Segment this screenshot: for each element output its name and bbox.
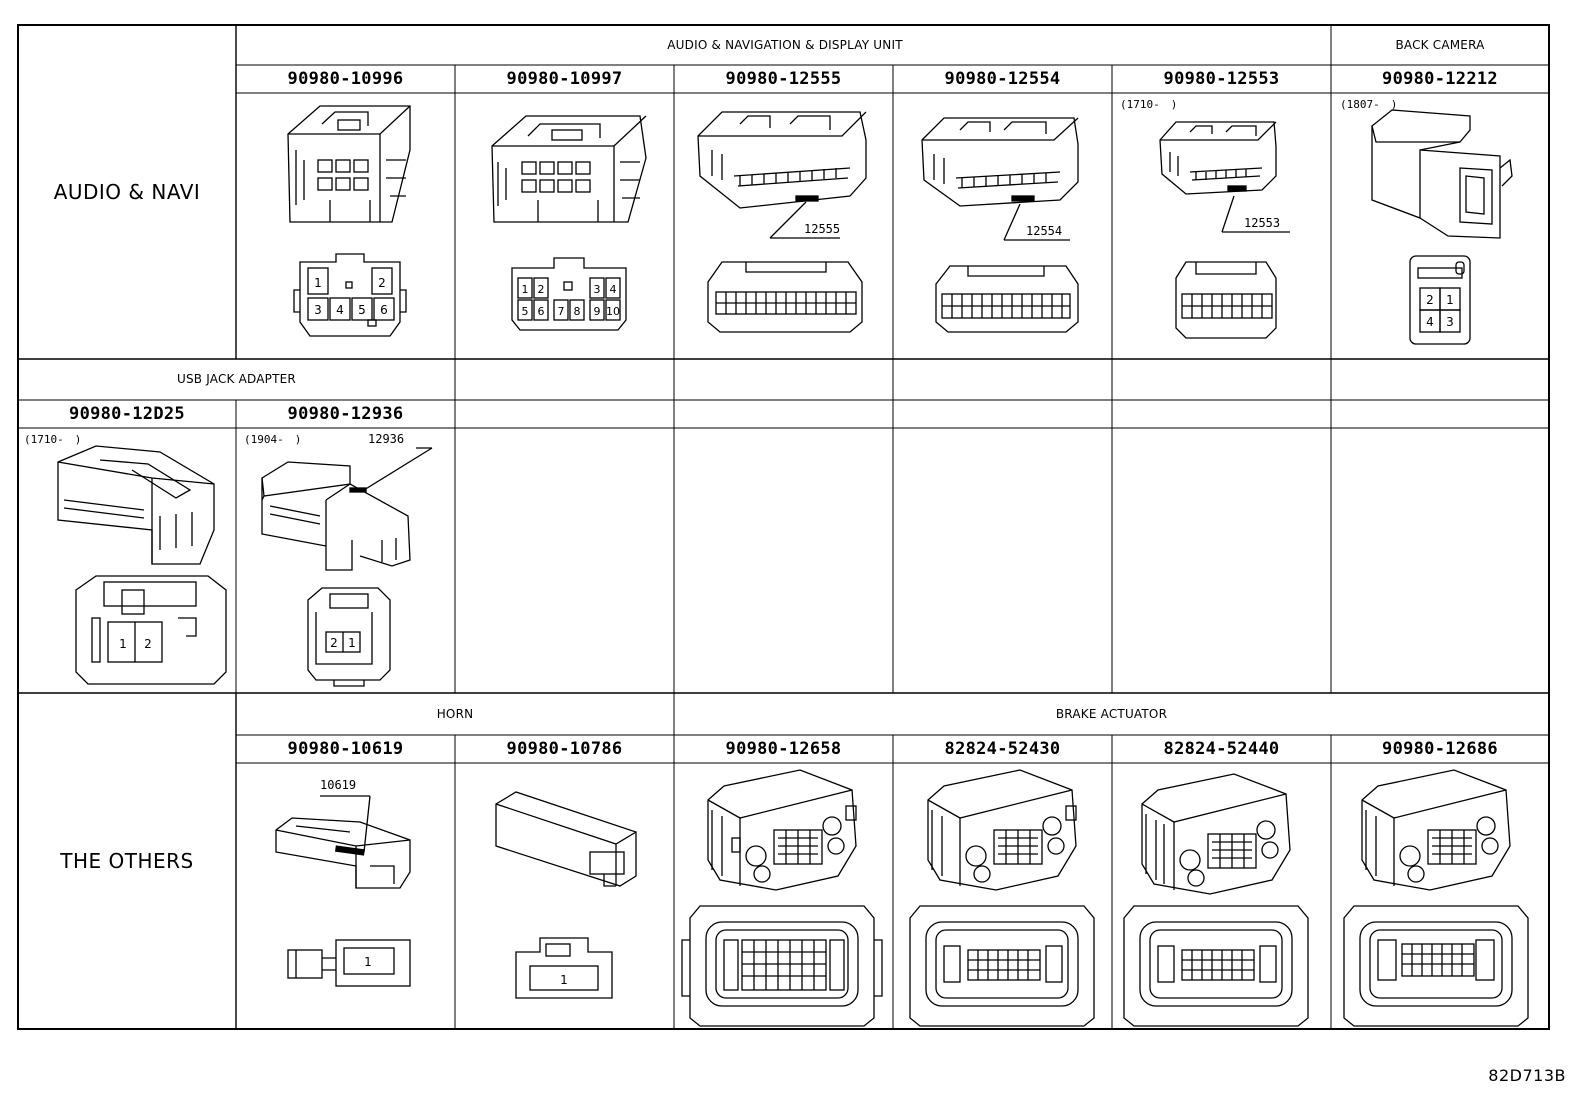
group-label-back-camera: BACK CAMERA: [1395, 37, 1485, 52]
connector-12658-iso: [707, 769, 857, 891]
part-number: 90980-12D25: [69, 404, 185, 424]
pin-label: 4: [1426, 315, 1434, 329]
pin-label: 3: [1446, 315, 1454, 329]
part-number: 90980-10619: [287, 739, 404, 759]
part-number: 90980-10997: [506, 69, 623, 89]
date-note: (1710- ): [24, 433, 82, 446]
pin-label: 6: [538, 305, 545, 318]
pin-label: 4: [336, 303, 344, 317]
pin-label: 6: [380, 303, 388, 317]
part-number: 90980-12936: [287, 404, 404, 424]
pin-label: 1: [314, 276, 322, 290]
connector-10996-face: [293, 253, 407, 337]
part-number: 90980-12686: [1382, 739, 1498, 759]
pin-label: 3: [594, 283, 601, 296]
connector-10997-iso: [491, 115, 647, 223]
connector-12686-face: [1343, 905, 1529, 1027]
part-number: 90980-10996: [287, 69, 404, 89]
part-number: 82824-52440: [1163, 739, 1280, 759]
pin-label: 2: [330, 636, 338, 650]
part-number: 82824-52430: [944, 739, 1061, 759]
connector-52430-iso: [927, 769, 1077, 891]
pin-label: 2: [144, 637, 152, 651]
connector-12212-iso: [1371, 109, 1513, 239]
part-number: 90980-12555: [725, 69, 842, 89]
part-number: 90980-12212: [1382, 69, 1498, 89]
group-label-horn: HORN: [436, 706, 474, 721]
connector-12553-iso: [1159, 121, 1290, 233]
group-label-audio-nav-display: AUDIO & NAVIGATION & DISPLAY UNIT: [667, 37, 903, 52]
connector-52430-face: [909, 905, 1095, 1027]
connector-12554-iso: [921, 117, 1079, 241]
connector-10997-face: [511, 257, 627, 331]
pin-label: 1: [364, 955, 372, 969]
figure-code: 82D713B: [1488, 1066, 1566, 1085]
date-note: (1710- ): [1120, 98, 1178, 111]
connector-10996-iso: [287, 105, 411, 223]
connector-10619-iso: [275, 795, 411, 889]
pin-label: 1: [522, 283, 529, 296]
pin-label: 7: [558, 305, 565, 318]
pin-label: 1: [1446, 293, 1454, 307]
callout-label: 12936: [368, 432, 405, 446]
pin-label: 1: [348, 636, 356, 650]
connector-10786-iso: [495, 791, 637, 887]
date-note: (1904- ): [244, 433, 302, 446]
part-number: 90980-10786: [506, 739, 623, 759]
connector-10619-face: [287, 939, 411, 987]
connector-12936-face: [307, 587, 391, 687]
callout-label: 12554: [1026, 224, 1063, 238]
group-label-usb-jack-adapter: USB JACK ADAPTER: [177, 372, 296, 386]
pin-label: 1: [560, 973, 568, 987]
pin-label: 1: [119, 637, 127, 651]
pin-label: 2: [1426, 293, 1434, 307]
pin-label: 10: [606, 305, 620, 318]
pin-label: 2: [538, 283, 545, 296]
connector-12936-iso: [261, 447, 433, 571]
connector-12555-face: [707, 261, 863, 333]
callout-label: 12555: [804, 222, 841, 236]
connector-12212-face: [1409, 255, 1471, 345]
part-number: 90980-12554: [944, 69, 1061, 89]
connector-12553-face: [1175, 261, 1277, 339]
connector-12555-iso: [697, 111, 867, 239]
group-label-brake-actuator: BRAKE ACTUATOR: [1055, 706, 1168, 721]
part-number: 90980-12658: [725, 739, 842, 759]
connector-12658-face: [681, 905, 883, 1027]
row-label-others: THE OTHERS: [60, 849, 194, 873]
date-note: (1807- ): [1340, 98, 1398, 111]
connector-52440-iso: [1141, 773, 1291, 895]
connector-12D25-face: [75, 575, 227, 685]
connector-52440-face: [1123, 905, 1309, 1027]
pin-label: 5: [522, 305, 529, 318]
pin-label: 3: [314, 303, 322, 317]
connector-12554-face: [935, 265, 1079, 333]
pin-label: 8: [574, 305, 581, 318]
connector-12D25-iso: [57, 445, 215, 565]
pin-label: 2: [378, 276, 386, 290]
connector-10786-face: [515, 937, 613, 999]
row-label-audio-navi: AUDIO & NAVI: [53, 180, 201, 204]
callout-label: 12553: [1244, 216, 1281, 230]
pin-label: 9: [594, 305, 601, 318]
part-number: 90980-12553: [1163, 69, 1280, 89]
connector-12686-iso: [1361, 769, 1511, 891]
pin-label: 5: [358, 303, 366, 317]
pin-label: 4: [610, 283, 617, 296]
callout-label: 10619: [320, 778, 357, 792]
